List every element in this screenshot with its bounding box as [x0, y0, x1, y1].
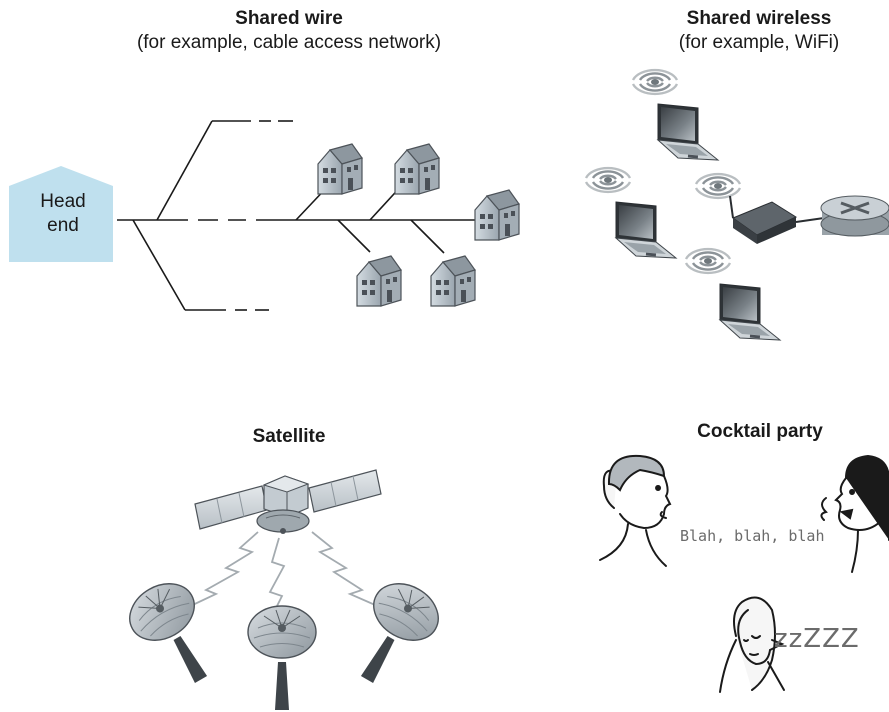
headend-label: Head end — [14, 190, 112, 238]
house-icon — [430, 255, 476, 307]
dish-icon — [336, 571, 450, 698]
shared-wireless-diagram — [584, 68, 889, 341]
headend-label-line2: end — [47, 215, 79, 236]
wifi-signal-icon — [631, 68, 679, 96]
snore-text-value: zzZZZ — [774, 624, 860, 654]
cocktail-party-diagram — [599, 454, 889, 693]
house-icon — [317, 143, 363, 195]
house-icon — [474, 189, 520, 241]
snore-text: zzZZZ — [774, 624, 860, 654]
shared-wireless-subtitle: (for example, WiFi) — [678, 32, 840, 53]
person-right-icon — [820, 454, 889, 573]
wifi-signal-icon — [684, 247, 732, 275]
laptop-icon — [657, 103, 719, 161]
speech-text: Blah, blah, blah — [680, 527, 825, 545]
shared-wireless-title: Shared wireless — [686, 8, 832, 29]
cocktail-party-title: Cocktail party — [697, 421, 823, 442]
satellite-diagram — [118, 469, 450, 711]
shared-wire-title: Shared wire — [235, 8, 343, 29]
router-icon — [820, 195, 889, 237]
headend-building — [9, 166, 113, 262]
house-icon — [356, 255, 402, 307]
person-left-icon — [599, 454, 672, 567]
access-point-icon — [729, 195, 798, 244]
laptop-icon — [719, 283, 781, 341]
wifi-signal-icon — [584, 166, 632, 194]
shared-wire-subtitle: (for example, cable access network) — [136, 32, 442, 53]
dish-icon — [118, 571, 232, 698]
wifi-signal-icon — [694, 172, 742, 200]
shared-wire-diagram — [9, 120, 520, 311]
laptop-icon — [615, 201, 677, 259]
satellite-icon — [194, 469, 382, 534]
headend-label-line1: Head — [40, 191, 86, 212]
satellite-title: Satellite — [252, 426, 326, 447]
person-sleeping-icon — [719, 596, 785, 693]
house-icon — [394, 143, 440, 195]
dish-icon — [247, 605, 317, 711]
